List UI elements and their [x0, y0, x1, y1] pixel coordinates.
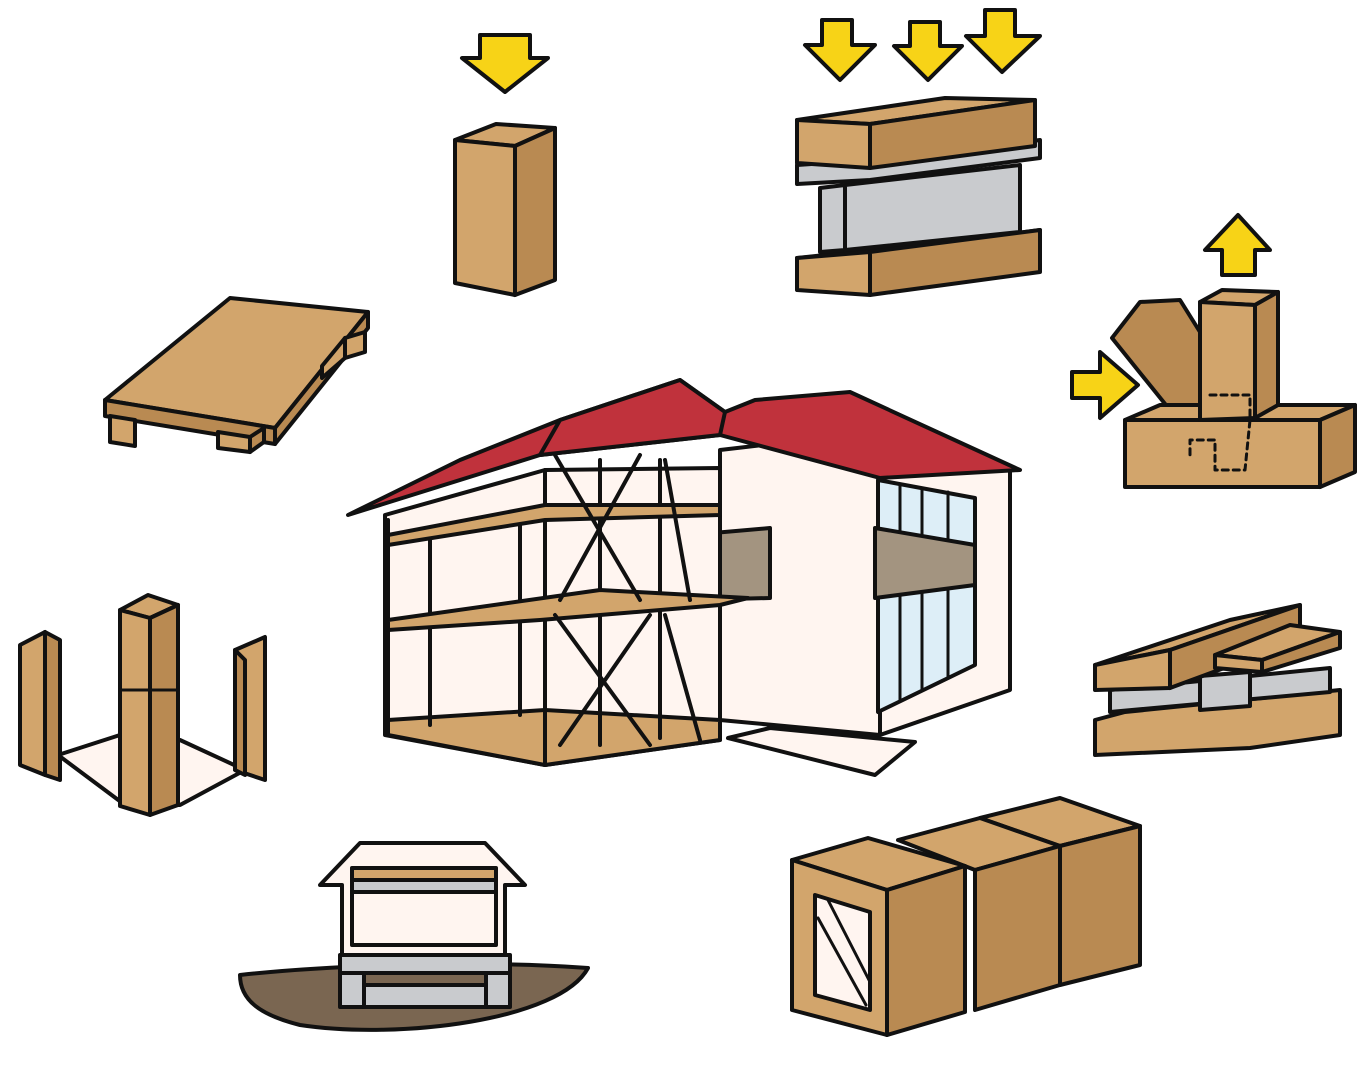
foundation-section-icon [238, 841, 590, 1032]
pull-out-joint-icon [1070, 213, 1357, 489]
braced-frame-walls-icon [790, 796, 1142, 1037]
hybrid-steel-timber-beam-icon [795, 8, 1042, 297]
beam-connection-icon [1093, 603, 1342, 757]
timber-house-icon [346, 378, 1022, 777]
floor-panel-icon [103, 296, 370, 454]
vertical-load-column-icon [453, 33, 557, 297]
corner-column-walls-icon [18, 593, 267, 817]
